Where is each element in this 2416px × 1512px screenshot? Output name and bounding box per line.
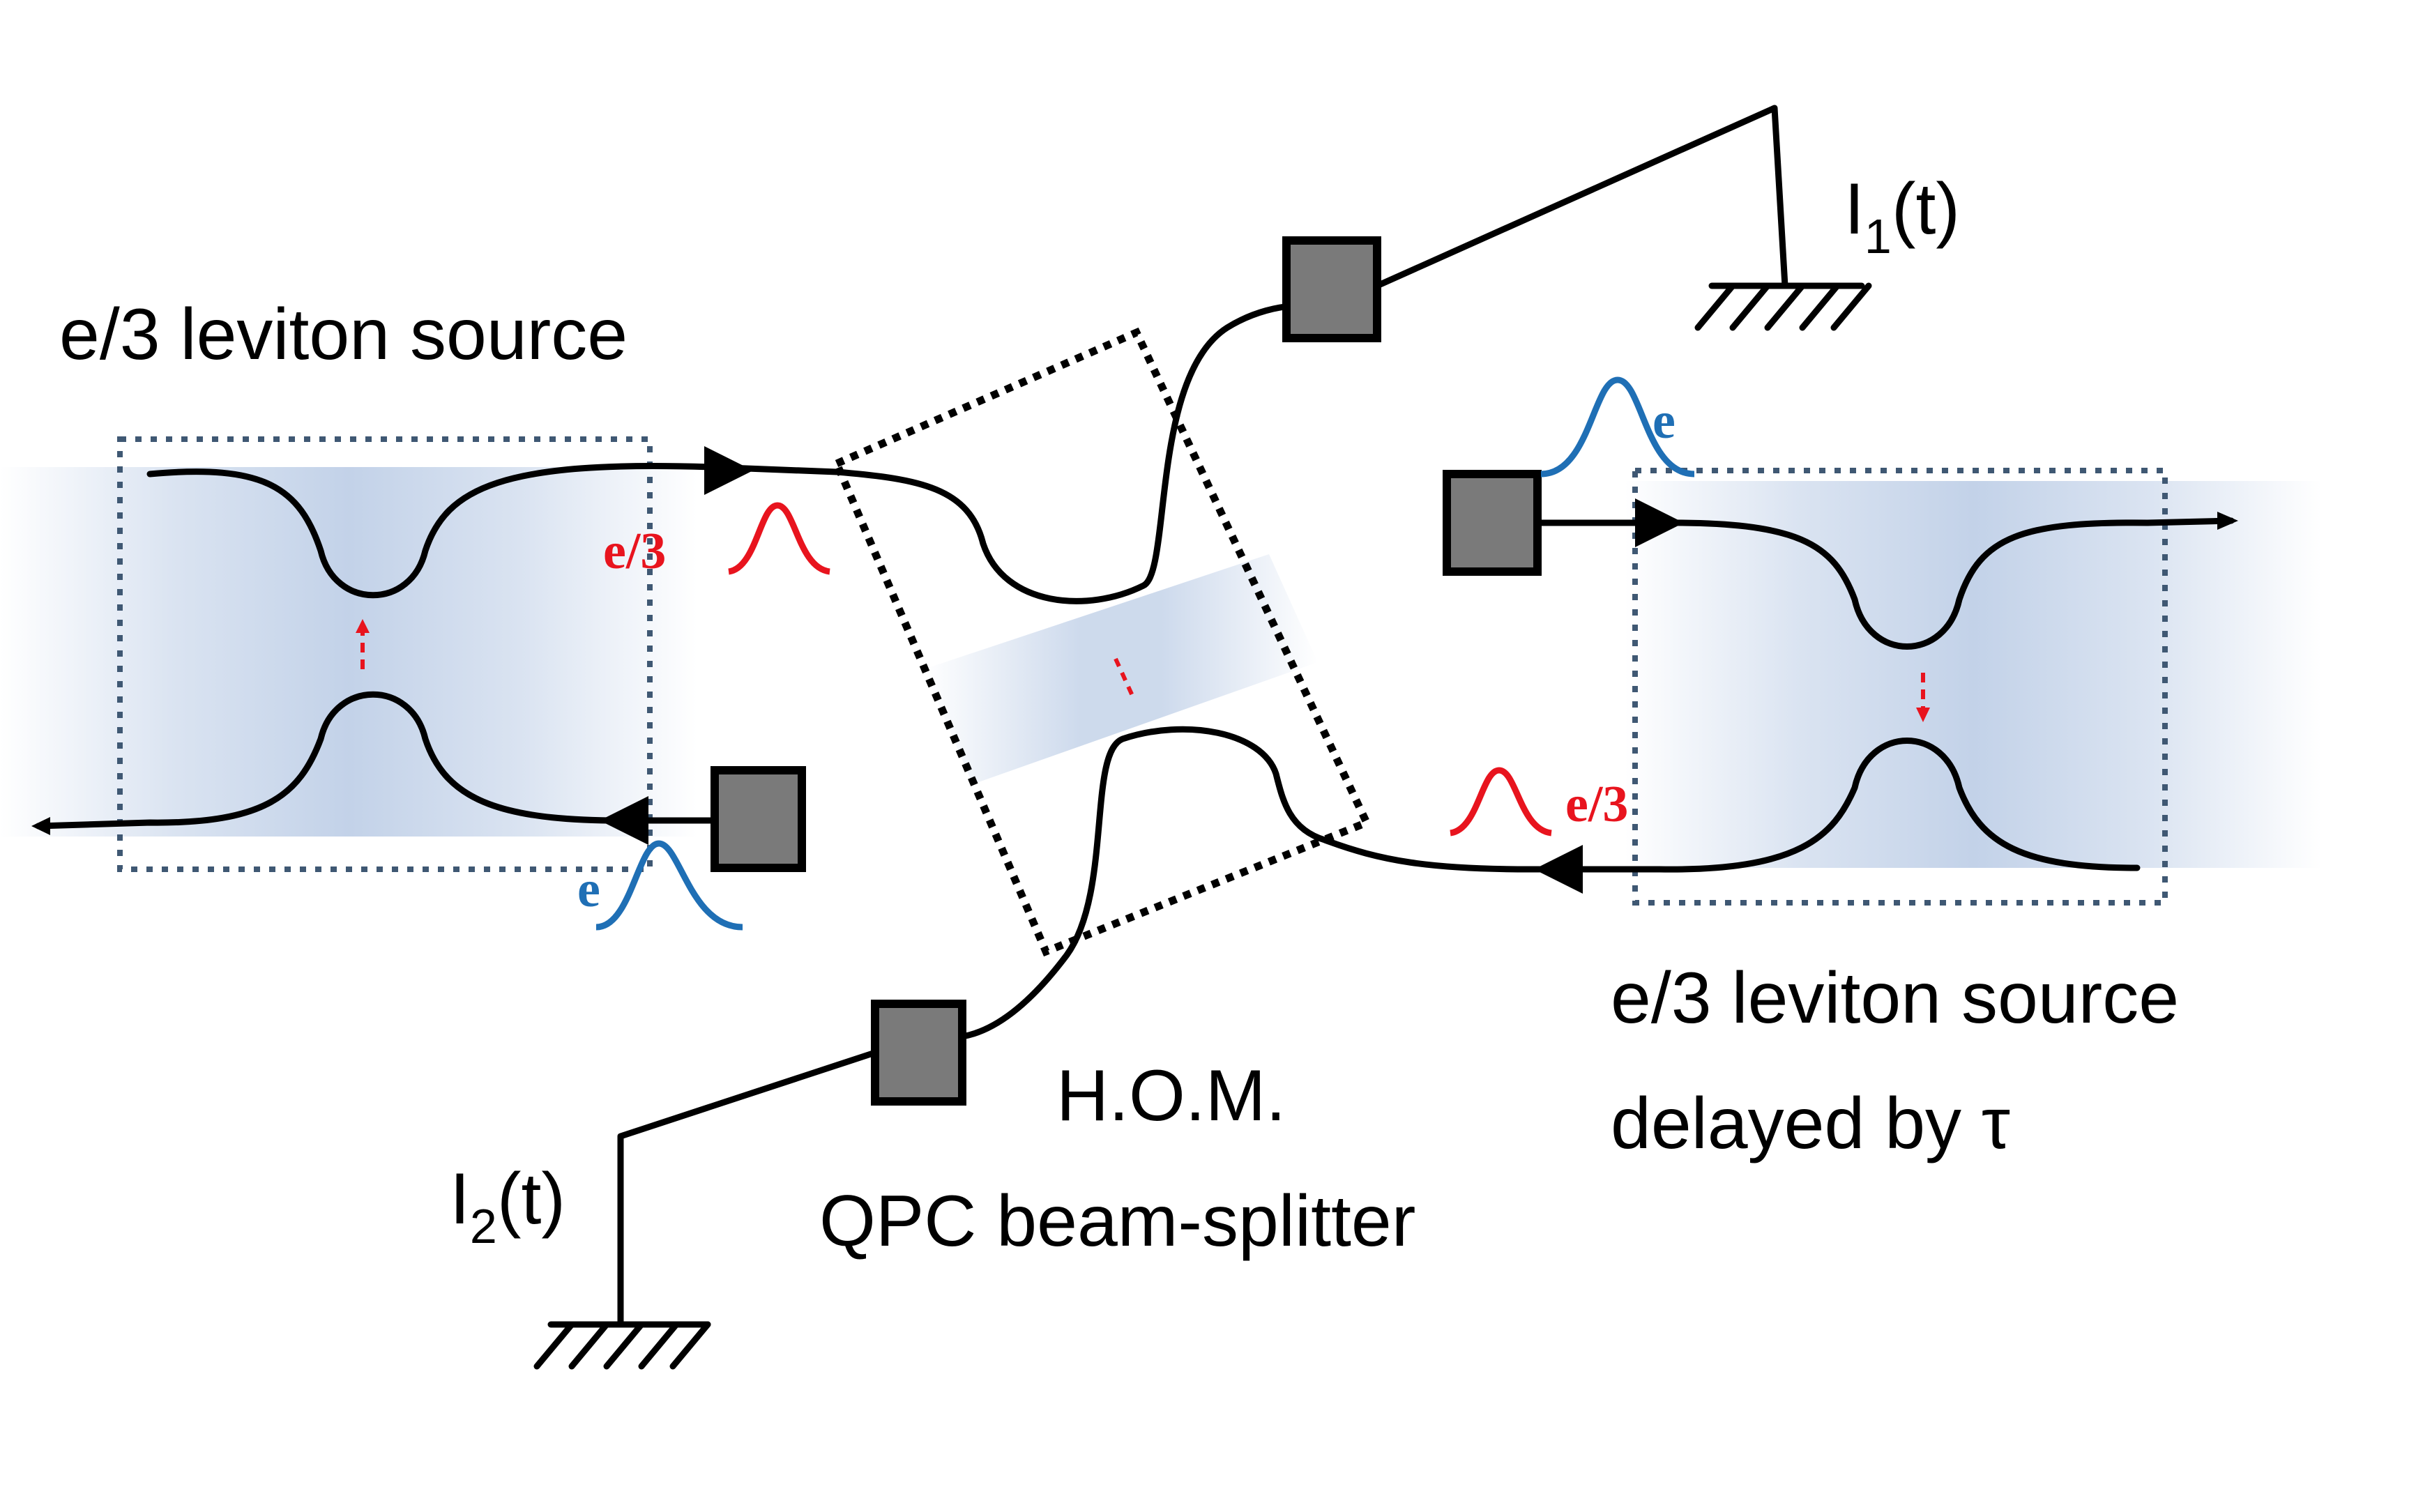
left-source-region — [0, 467, 697, 837]
splitter-channel-band — [924, 554, 1318, 784]
left-in-charge-label: e — [577, 861, 600, 918]
right-source-region — [1625, 481, 2322, 868]
left-electron-pulse — [595, 840, 743, 931]
left-exit-arrowhead — [31, 817, 50, 835]
left-source-title: e/3 leviton source — [59, 294, 628, 375]
right-in-charge-label: e — [1653, 392, 1676, 450]
left-source-box — [117, 436, 653, 872]
right-out-arrowhead — [1534, 845, 1583, 894]
current-2-arg: (t) — [497, 1159, 565, 1239]
left-upper-edge — [146, 463, 840, 599]
right-fractional-pulse — [1449, 767, 1552, 837]
splitter-in-bottom-edge — [959, 726, 1534, 1040]
current-2-symbol: I — [450, 1159, 470, 1239]
left-out-charge-label: e/3 — [603, 523, 666, 580]
right-upper-edge — [1537, 517, 2235, 650]
splitter-label-line1: H.O.M. — [1056, 1055, 1286, 1136]
contact-right-source — [1443, 470, 1542, 576]
right-in-arrowhead — [1635, 498, 1684, 547]
left-fractional-pulse — [727, 502, 831, 575]
hom-beam-splitter — [831, 303, 1534, 1040]
left-lower-edge — [35, 691, 645, 830]
right-exit-arrowhead — [2217, 512, 2238, 530]
right-electron-pulse — [1540, 376, 1695, 478]
right-source-qpc — [1527, 468, 2235, 906]
i1-ground-hatch — [1694, 282, 1872, 331]
right-source-box — [1632, 468, 2168, 906]
current-1-lead — [1374, 105, 1872, 331]
splitter-dashed-box — [831, 327, 1372, 957]
splitter-in-top-edge — [833, 303, 1290, 604]
contact-bottom-left — [871, 1000, 966, 1106]
left-tunneling-arrowhead — [356, 619, 370, 633]
right-source-title-line2: delayed by τ — [1611, 1083, 2010, 1164]
i1-wire — [1374, 105, 1788, 289]
current-1-subscript: 1 — [1864, 209, 1892, 264]
i2-wire — [617, 1049, 879, 1328]
current-1-symbol: I — [1844, 169, 1864, 250]
contact-left-source — [711, 766, 806, 872]
left-source-qpc — [35, 436, 840, 872]
current-1-arg: (t) — [1892, 169, 1960, 250]
contact-top-right — [1282, 236, 1381, 342]
current-2-label: I2(t) — [450, 1159, 565, 1253]
left-out-arrowhead — [704, 446, 753, 495]
current-2-lead — [533, 1049, 879, 1370]
splitter-label-line2: QPC beam-splitter — [819, 1181, 1415, 1262]
right-lower-edge — [1527, 738, 2141, 873]
current-1-label: I1(t) — [1844, 169, 1960, 264]
current-2-subscript: 2 — [470, 1199, 497, 1253]
right-tunneling-arrowhead — [1916, 708, 1930, 722]
right-out-charge-label: e/3 — [1565, 776, 1628, 833]
right-source-title-line1: e/3 leviton source — [1611, 958, 2179, 1039]
splitter-tunneling-mark — [1114, 657, 1135, 698]
i2-ground-hatch — [533, 1321, 711, 1370]
left-in-arrowhead — [600, 796, 648, 845]
